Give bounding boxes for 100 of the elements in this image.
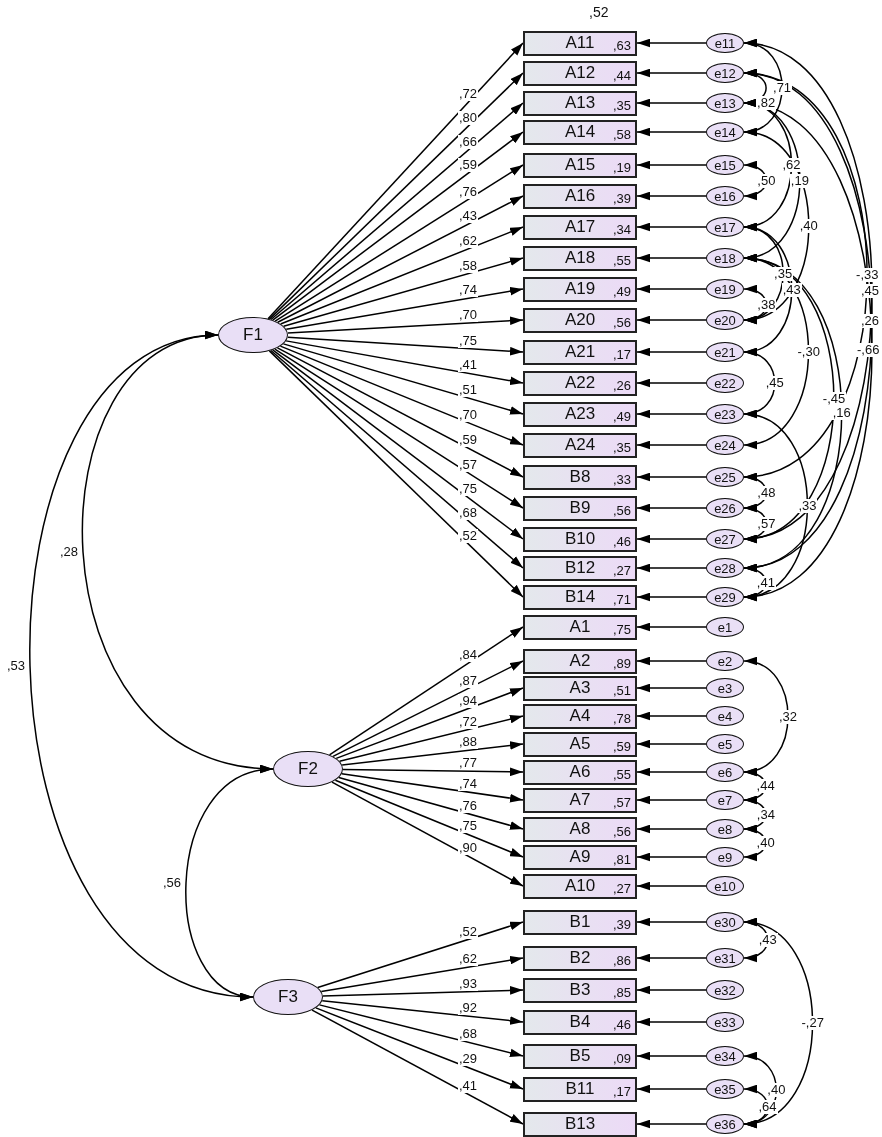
r-squared-value: ,55 xyxy=(612,252,631,268)
observed-variable-box xyxy=(523,873,637,899)
r-squared-value: ,35 xyxy=(612,97,631,113)
edge-label: ,88 xyxy=(458,735,479,750)
edge-label: ,57 xyxy=(458,457,479,472)
observed-variable-box xyxy=(523,648,637,674)
variable-name: A24 xyxy=(564,435,596,455)
variable-name: A8 xyxy=(569,819,591,839)
edge-label: ,70 xyxy=(458,407,479,422)
arrow xyxy=(285,286,524,331)
error-term-ellipse: e35 xyxy=(706,1079,744,1099)
arrow xyxy=(636,656,707,666)
variable-name: B2 xyxy=(569,948,591,968)
arrow xyxy=(636,160,707,170)
variable-name: A21 xyxy=(564,342,596,362)
edge-label: ,57 xyxy=(756,516,777,531)
arrow xyxy=(334,779,524,858)
arrow xyxy=(282,343,524,415)
r-squared-value: ,27 xyxy=(612,880,631,896)
error-term-ellipse: e1 xyxy=(706,617,744,637)
arrow xyxy=(287,336,524,356)
edge-label: ,71 xyxy=(772,80,793,95)
edge-label: ,32 xyxy=(777,709,799,724)
observed-variable-box xyxy=(523,60,637,86)
error-term-ellipse: e18 xyxy=(706,248,744,268)
arrow xyxy=(320,955,524,993)
error-term-ellipse: e5 xyxy=(706,734,744,754)
error-term-ellipse: e24 xyxy=(706,435,744,455)
edge-label: ,72 xyxy=(458,714,479,729)
r-squared-value: ,49 xyxy=(612,408,631,424)
edge-label: ,45 xyxy=(764,376,785,390)
edge-label: ,40 xyxy=(798,219,819,233)
arrow xyxy=(636,503,707,513)
edge-label: ,74 xyxy=(458,283,479,298)
variable-name: A17 xyxy=(564,217,596,237)
error-term-ellipse: e3 xyxy=(706,678,744,698)
variable-name: B11 xyxy=(565,1079,595,1099)
error-term-ellipse: e17 xyxy=(706,217,744,237)
double-headed-arrow xyxy=(185,766,274,999)
error-term-ellipse: e26 xyxy=(706,498,744,518)
variable-name: A23 xyxy=(564,404,596,424)
observed-variable-box xyxy=(523,152,637,178)
edge-label: ,68 xyxy=(458,1027,479,1042)
variable-name: A1 xyxy=(569,617,591,637)
observed-variable-box xyxy=(523,555,637,581)
edge-label: -,66 xyxy=(856,343,881,357)
r-squared-value: ,75 xyxy=(612,621,631,637)
arrow xyxy=(332,660,524,758)
edge-label: ,58 xyxy=(458,258,479,273)
edge-label: ,76 xyxy=(458,798,479,813)
edge-label: ,43 xyxy=(757,933,778,947)
r-squared-value: ,33 xyxy=(612,471,631,487)
edge-label: ,84 xyxy=(458,648,479,663)
edge-label: ,80 xyxy=(458,111,479,126)
edge-label: ,66 xyxy=(458,135,479,150)
variable-name: A15 xyxy=(564,155,596,175)
observed-variable-box xyxy=(523,945,637,971)
error-term-ellipse: e19 xyxy=(706,279,744,299)
edge-label: ,68 xyxy=(458,505,479,520)
edge-label: ,74 xyxy=(458,777,479,792)
edge-label: ,59 xyxy=(458,158,479,173)
observed-variable-box xyxy=(523,614,637,640)
arrow xyxy=(636,953,707,963)
error-term-ellipse: e34 xyxy=(706,1046,744,1066)
arrow xyxy=(636,767,707,777)
variable-name: A5 xyxy=(569,734,591,754)
variable-name: B8 xyxy=(569,467,591,487)
double-headed-arrow xyxy=(743,130,810,322)
r-squared-value: ,56 xyxy=(612,502,631,518)
edge-label: ,48 xyxy=(756,485,777,500)
variable-name: A18 xyxy=(564,248,596,268)
observed-variable-box xyxy=(523,787,637,813)
arrow xyxy=(636,881,707,891)
error-term-ellipse: e13 xyxy=(706,93,744,113)
edge-label: ,75 xyxy=(458,333,479,348)
arrow xyxy=(636,985,707,995)
observed-variable-box xyxy=(523,214,637,240)
observed-variable-box xyxy=(523,703,637,729)
error-term-ellipse: e10 xyxy=(706,876,744,896)
arrow xyxy=(274,164,524,322)
arrow xyxy=(287,316,524,334)
r-squared-value: ,39 xyxy=(612,190,631,206)
edge-label: -,30 xyxy=(796,344,821,359)
value-label: ,52 xyxy=(589,4,609,20)
observed-variable-box xyxy=(523,909,637,935)
variable-name: B4 xyxy=(569,1012,591,1032)
variable-name: A14 xyxy=(564,122,596,142)
arrow xyxy=(338,776,524,830)
edge-label: ,82 xyxy=(756,96,777,110)
error-term-ellipse: e28 xyxy=(706,558,744,578)
arrow xyxy=(322,986,524,997)
r-squared-value: ,86 xyxy=(612,952,631,968)
observed-variable-box xyxy=(523,339,637,365)
observed-variable-box xyxy=(523,245,637,271)
edge-label: ,62 xyxy=(458,952,479,967)
variable-name: A6 xyxy=(569,762,591,782)
variable-name: A19 xyxy=(564,279,596,299)
edge-label: ,64 xyxy=(757,1099,778,1114)
error-term-ellipse: e31 xyxy=(706,948,744,968)
observed-variable-box xyxy=(523,1076,637,1102)
